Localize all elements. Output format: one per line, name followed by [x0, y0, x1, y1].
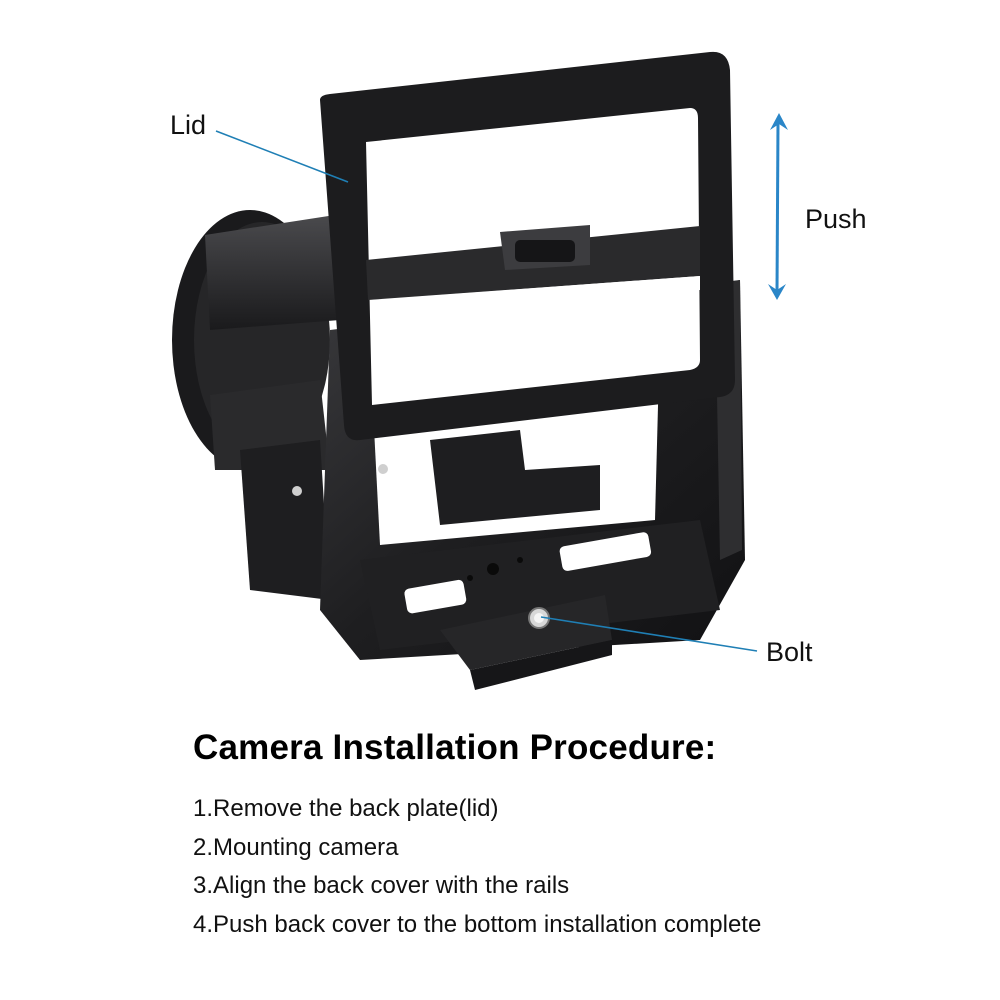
side-frame — [205, 215, 340, 600]
bolt-label: Bolt — [766, 637, 813, 667]
lid-label: Lid — [170, 110, 207, 140]
procedure-steps: 1.Remove the back plate(lid) 2.Mounting … — [193, 790, 761, 944]
push-arrow-icon — [768, 113, 788, 300]
camera-cage-illustration — [172, 51, 788, 690]
procedure-step: 4.Push back cover to the bottom installa… — [193, 910, 762, 938]
lid-frame — [320, 51, 735, 441]
procedure-step: 2.Mounting camera — [193, 833, 399, 861]
push-label: Push — [805, 204, 867, 234]
lid-callout-line — [215, 130, 349, 183]
procedure-title: Camera Installation Procedure: — [193, 728, 717, 767]
bolt-callout-line — [540, 616, 758, 652]
procedure-step: 1.Remove the back plate(lid) — [193, 795, 499, 822]
procedure-step: 3.Align the back cover with the rails — [193, 872, 570, 899]
